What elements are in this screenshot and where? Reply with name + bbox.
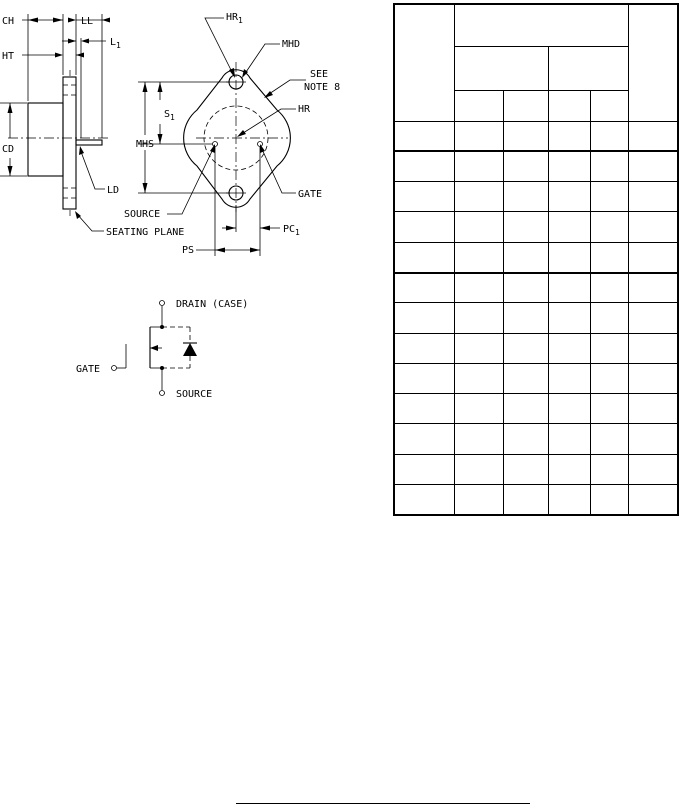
table-row [393, 332, 679, 364]
label-hr1: HR1 [226, 12, 243, 25]
table-row [393, 484, 679, 516]
header-inches-cell [453, 46, 549, 92]
schematic-drain-label: DRAIN (CASE) [176, 299, 248, 310]
schematic-source-label: SOURCE [176, 389, 212, 400]
table-row [393, 150, 679, 183]
label-ht: HT [2, 51, 14, 62]
label-source: SOURCE [124, 209, 160, 220]
label-see-note-2: NOTE 8 [304, 82, 340, 93]
footer-rule [236, 803, 530, 804]
table-row [393, 393, 679, 425]
label-ps: PS [182, 245, 194, 256]
table-header-row [394, 46, 678, 92]
label-ll: LL [81, 16, 93, 27]
header-min-cell [547, 90, 591, 122]
table-header-row [394, 90, 678, 122]
header-max-cell [589, 90, 629, 122]
table-row [393, 453, 679, 486]
label-s1: S1 [164, 109, 175, 122]
schematic-gate-label: GATE [76, 364, 100, 375]
header-min-cell [453, 90, 504, 122]
table-row [393, 211, 679, 243]
header-max-cell [502, 90, 549, 122]
top-view: HR1 MHD SEE NOTE 8 S1 HR MHS GATE SOURCE… [124, 12, 340, 256]
header-millimeters-cell [547, 46, 629, 92]
label-mhs: MHS [136, 139, 154, 150]
label-ch: CH [2, 16, 14, 27]
label-gate: GATE [298, 189, 322, 200]
label-ld: LD [107, 185, 119, 196]
table-row [393, 423, 679, 455]
header-notes-cell [627, 3, 679, 122]
mosfet-schematic: DRAIN (CASE) GATE SOURCE [76, 299, 248, 400]
table-row [393, 181, 679, 213]
table-row [393, 241, 679, 274]
table-row [393, 271, 679, 304]
dimensions-table [393, 3, 679, 516]
table-header-row [393, 3, 679, 122]
label-hr: HR [298, 104, 311, 115]
label-pc1: PC1 [283, 224, 300, 237]
label-mhd: MHD [282, 39, 300, 50]
header-symbol-cell [393, 3, 455, 122]
label-see-note-1: SEE [310, 69, 328, 80]
table-row [393, 302, 679, 334]
header-dimensions-cell [453, 3, 629, 48]
label-l1: L1 [110, 37, 121, 50]
table-row [393, 120, 679, 152]
table-row [393, 362, 679, 395]
label-seating-plane: SEATING PLANE [106, 227, 184, 238]
label-cd: CD [2, 144, 14, 155]
side-view: CH LL L1 HT CD LD SEATING PLANE [0, 14, 184, 238]
